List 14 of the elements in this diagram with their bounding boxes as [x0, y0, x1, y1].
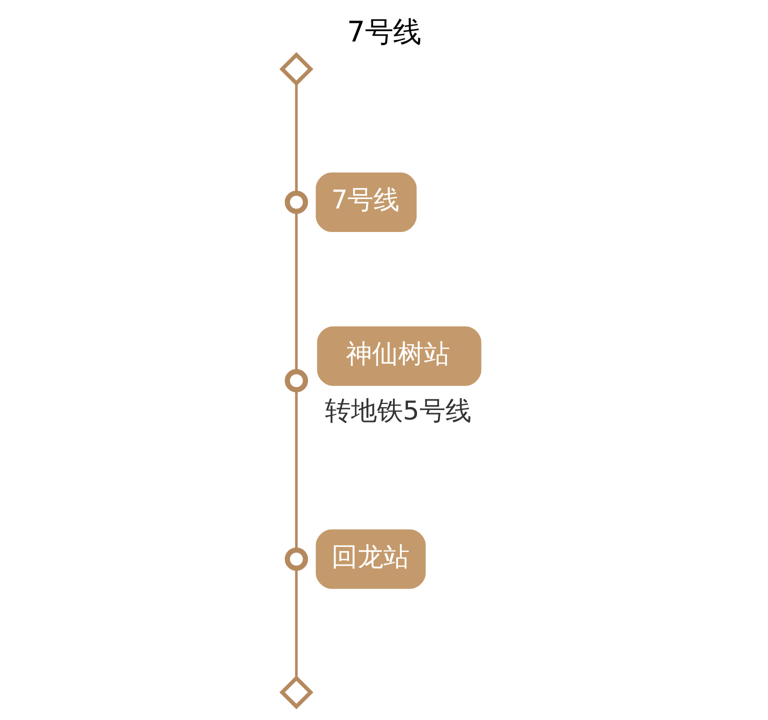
- node-circle: [284, 369, 308, 392]
- node-circle: [284, 190, 308, 214]
- connector: [295, 390, 298, 550]
- node-box: 回龙站: [316, 529, 426, 589]
- node-box: 7号线: [316, 172, 417, 232]
- connector: [295, 212, 298, 372]
- node-box: 神仙树站: [317, 326, 482, 386]
- node-diamond: [279, 52, 314, 86]
- node-circle: [284, 548, 308, 571]
- diagram-title: 7号线: [346, 15, 422, 48]
- connector: [295, 568, 298, 678]
- connector: [295, 83, 298, 193]
- node-label: 转地铁5号线: [324, 396, 472, 426]
- node-diamond: [279, 675, 314, 710]
